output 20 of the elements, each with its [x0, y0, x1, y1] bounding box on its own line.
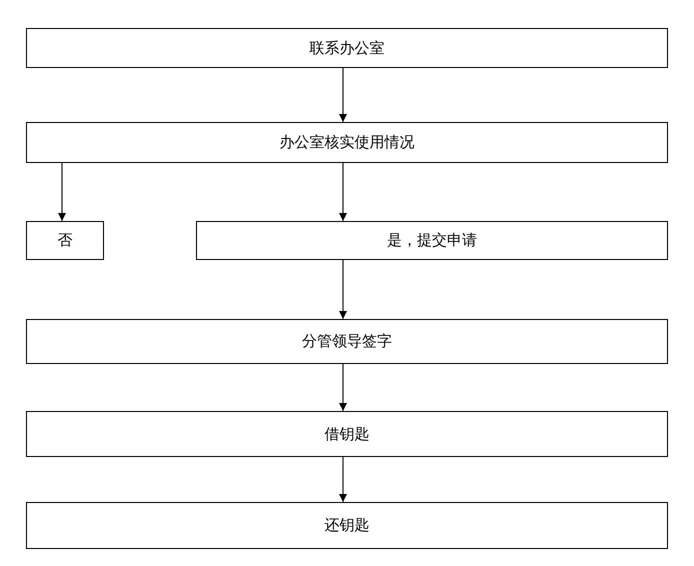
arrow: [339, 162, 347, 222]
box-label: 借钥匙: [324, 424, 370, 445]
arrow: [58, 162, 66, 222]
box-label: 还钥匙: [324, 515, 370, 536]
box-label: 联系办公室: [310, 38, 384, 59]
process-box: [196, 221, 668, 260]
box-label: 是，提交申请: [387, 230, 477, 252]
process-box: [26, 28, 668, 68]
process-box: [26, 319, 668, 364]
arrow: [339, 260, 347, 320]
arrow: [339, 456, 347, 502]
arrow: [339, 364, 347, 412]
box-label: 否: [58, 230, 72, 252]
process-box: [26, 221, 104, 260]
process-box: [26, 502, 668, 549]
process-box: [26, 122, 668, 163]
box-label: 分管领导签字: [302, 331, 392, 352]
process-box: [26, 411, 668, 457]
arrow: [339, 68, 347, 122]
box-label: 办公室核实使用情况: [280, 132, 414, 154]
